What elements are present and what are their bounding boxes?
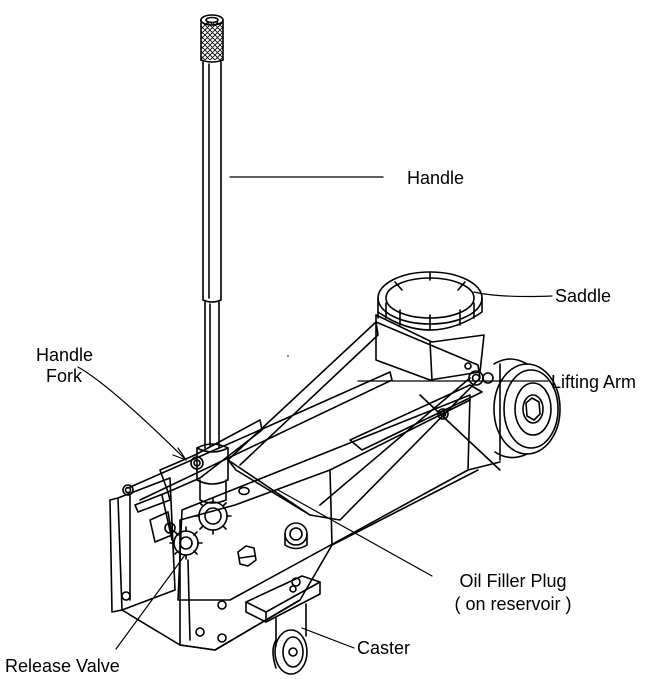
label-handle: Handle <box>407 168 465 188</box>
caster-leader-line <box>301 627 355 649</box>
oil-filler-plug-leader-line <box>277 489 433 577</box>
handle-fork-leader-line <box>77 366 187 461</box>
label-release-valve: Release Valve <box>5 656 120 676</box>
label-oil-filler-plug-line1: Oil Filler Plug <box>459 571 567 591</box>
caster <box>245 575 321 675</box>
pump-area <box>134 486 308 567</box>
label-saddle: Saddle <box>555 286 612 306</box>
stray-dot <box>287 355 289 357</box>
saddle <box>377 271 483 331</box>
label-handle-fork-line1: Handle <box>36 345 94 365</box>
handle-shaft <box>200 14 224 449</box>
label-oil-filler-plug-line2: ( on reservoir ) <box>454 594 572 614</box>
label-handle-fork-line2: Fork <box>46 366 82 386</box>
handle-fork <box>159 419 263 504</box>
saddle-leader-line <box>473 291 553 298</box>
lifting-arm <box>227 314 501 521</box>
leader-lines <box>77 176 553 650</box>
frame <box>109 371 501 651</box>
label-lifting-arm: Lifting Arm <box>551 372 637 392</box>
front-wheel <box>493 358 561 461</box>
label-caster: Caster <box>357 638 411 658</box>
release-valve-leader-line <box>115 554 186 650</box>
